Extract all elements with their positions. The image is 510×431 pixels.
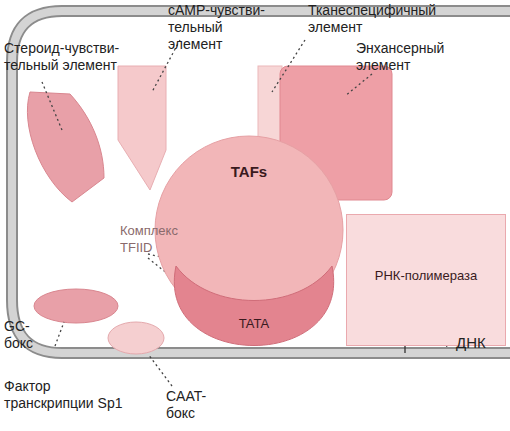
element-label: Стероид-чувстви- тельный элемент <box>4 40 126 74</box>
element-label: Энхансерный элемент <box>356 40 466 74</box>
caat-box <box>108 322 164 354</box>
box-label: GC- бокс <box>4 318 46 352</box>
factor-label: Фактор транскрипции Sp1 <box>4 378 144 412</box>
complex-label: Комплекс TFIID <box>120 222 192 256</box>
leader-lines <box>42 40 372 386</box>
steroid-element <box>27 92 104 202</box>
element-label: cAMP-чувстви- тельный элемент <box>168 2 280 53</box>
sp1-factor <box>34 289 118 323</box>
tata-crescent: TATA <box>164 260 344 352</box>
box-label: CAAT- бокс <box>166 388 216 422</box>
node-label: TATA <box>164 316 344 331</box>
tata-crescent-outline <box>164 260 344 352</box>
node-label: РНК-полимераза <box>342 268 510 283</box>
node-label: TAFs <box>150 163 348 180</box>
camp-element <box>118 66 166 190</box>
element-label: Тканеспецифичный элемент <box>308 2 458 36</box>
dna-label: ДНК <box>456 334 506 351</box>
tata-crescent-shape <box>174 266 333 346</box>
rna-polymerase-box: РНК-полимераза <box>342 214 510 346</box>
